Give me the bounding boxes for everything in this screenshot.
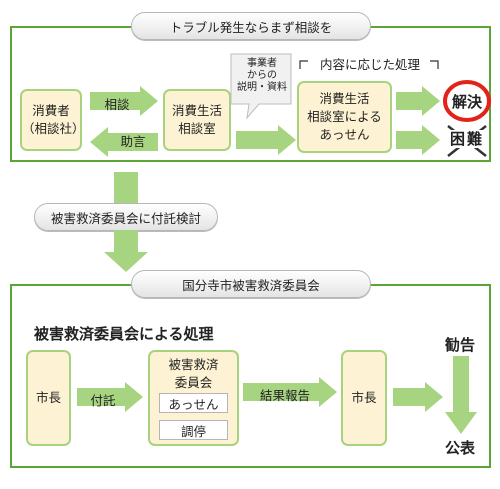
advice-arrow xyxy=(90,127,158,157)
refer-label: 付託 xyxy=(90,393,116,408)
difficult-arrow xyxy=(396,125,440,155)
resolved-arrow xyxy=(396,86,440,116)
mediation-box: 消費生活 相談室による あっせん xyxy=(297,81,392,153)
difficult-char2: 難 xyxy=(467,130,485,148)
bottom-header-text: 国分寺市被害救済委員会 xyxy=(182,277,320,293)
explain-line2: からの xyxy=(247,70,277,81)
down-arrow-upper xyxy=(114,172,138,204)
to-mediation-arrow xyxy=(236,125,296,155)
to-outcome-arrow xyxy=(393,382,443,412)
consumer-line2: （相談社） xyxy=(22,121,85,136)
advice-to-publish-arrow xyxy=(445,356,477,434)
bracket-label: 内容に応じた処理 xyxy=(319,57,420,72)
resolved-ring-icon xyxy=(443,80,491,122)
result-label: 結果報告 xyxy=(259,388,310,403)
committee-mediation-box: あっせん xyxy=(159,393,228,413)
explain-bubble xyxy=(230,53,292,120)
committee-line2: 委員会 xyxy=(174,375,213,390)
down-arrow-lower xyxy=(104,230,148,272)
mayor-right-text: 市長 xyxy=(351,390,377,405)
explain-line3: 説明・資料 xyxy=(237,82,287,93)
center-line1: 消費生活 xyxy=(171,103,222,118)
mayor-right-box: 市長 xyxy=(341,350,387,446)
consumer-box: 消費者 （相談社） xyxy=(20,89,85,151)
advice-recommendation-label: 勧告 xyxy=(444,336,475,354)
consult-label: 相談 xyxy=(104,97,130,112)
center-line2: 相談室 xyxy=(178,121,216,136)
consumer-line1: 消費者 xyxy=(32,103,70,118)
center-box: 消費生活 相談室 xyxy=(163,89,231,151)
referral-text: 被害救済委員会に付託検討 xyxy=(50,210,201,226)
referral-pill: 被害救済委員会に付託検討 xyxy=(34,203,218,231)
bottom-panel xyxy=(10,284,491,468)
committee-mediation-text: あっせん xyxy=(168,396,219,412)
explain-text: 事業者 からの 説明・資料 xyxy=(232,58,292,94)
mediation-line1: 消費生活 xyxy=(319,91,370,106)
mediation-line2: 相談室による xyxy=(307,109,382,124)
committee-line1: 被害救済 xyxy=(168,357,219,372)
publish-label: 公表 xyxy=(444,439,475,457)
committee-conciliation-text: 調停 xyxy=(180,423,206,439)
result-arrow xyxy=(243,377,337,407)
mediation-line3: あっせん xyxy=(319,127,370,142)
mayor-left-box: 市長 xyxy=(26,350,71,446)
difficult-char1: 困 xyxy=(449,130,467,148)
difficult-label: 困難 xyxy=(444,128,490,149)
bracket-lines xyxy=(299,60,439,69)
committee-conciliation-box: 調停 xyxy=(159,420,228,440)
bottom-heading: 被害救済委員会による処理 xyxy=(34,325,214,343)
consult-arrow xyxy=(90,86,158,116)
top-header-pill: トラブル発生ならまず相談を xyxy=(131,12,371,40)
refer-arrow xyxy=(77,382,143,412)
resolved-label: 解決 xyxy=(451,93,482,111)
mayor-left-text: 市長 xyxy=(35,390,61,405)
top-header-text: トラブル発生ならまず相談を xyxy=(169,19,333,35)
advice-label: 助言 xyxy=(120,134,146,149)
bottom-header-pill: 国分寺市被害救済委員会 xyxy=(131,270,371,298)
explain-line1: 事業者 xyxy=(247,58,277,69)
